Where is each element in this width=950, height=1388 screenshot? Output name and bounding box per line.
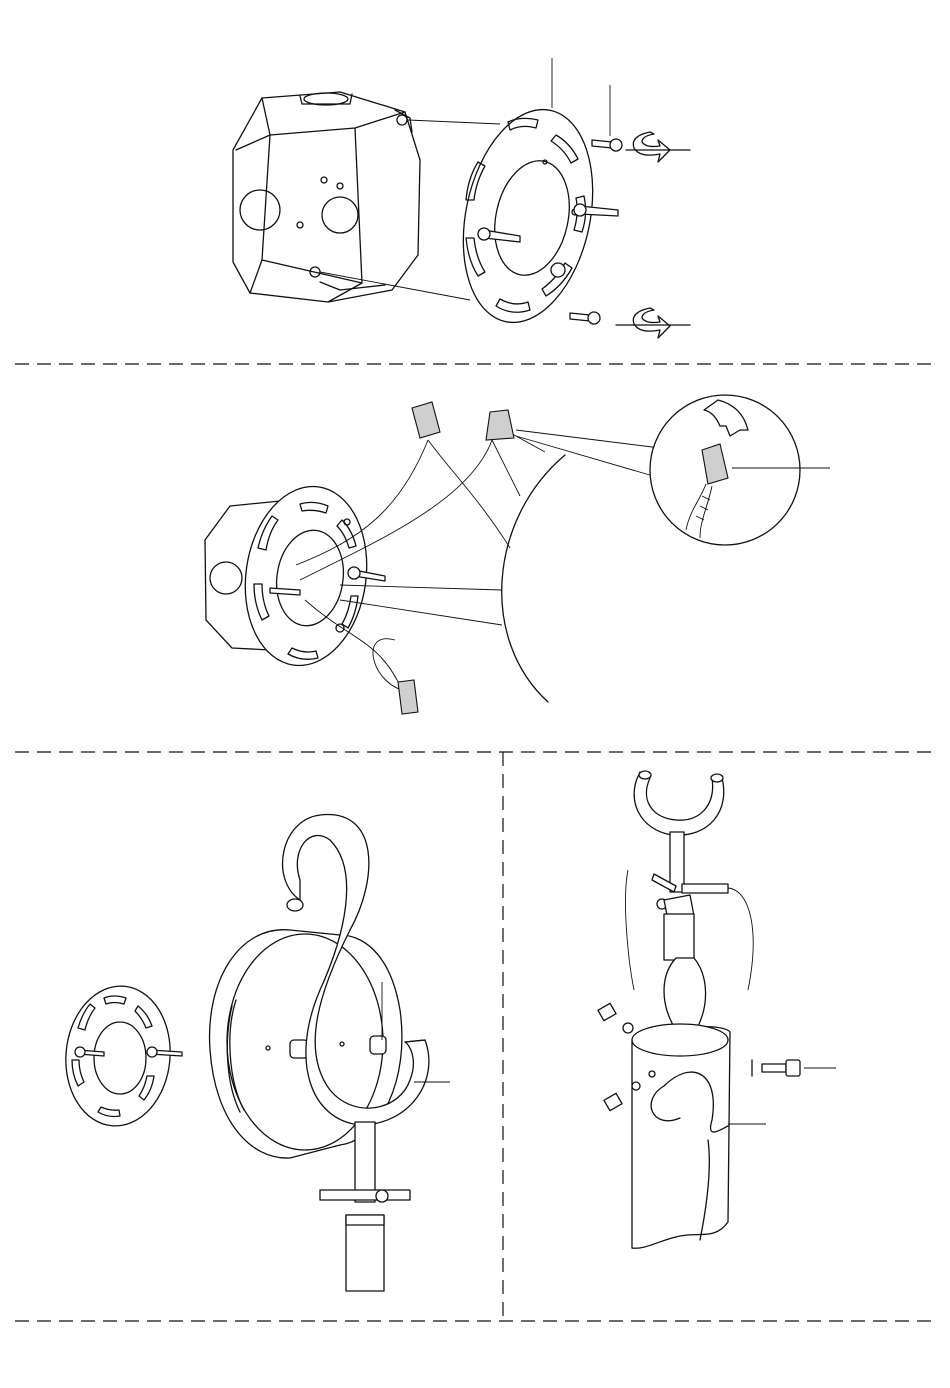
panel-dividers (15, 364, 935, 1321)
mounting-plate-3 (60, 982, 182, 1131)
step-4-panel (598, 771, 836, 1248)
magnifier-arc (502, 455, 565, 702)
glass-shade (632, 1024, 730, 1248)
wire-nut-2 (486, 410, 514, 440)
s-arm-loop (634, 771, 728, 960)
wire-nut-3 (398, 680, 418, 714)
wire-nut-1 (412, 402, 440, 438)
wire-left (626, 870, 634, 990)
step-2-panel (205, 395, 830, 714)
wire-right (728, 888, 753, 990)
wire-nut-detail (650, 395, 800, 545)
step-3-panel (60, 815, 450, 1291)
rotation-arrows (616, 132, 690, 338)
mounting-plate-1 (445, 97, 611, 334)
junction-box (233, 92, 420, 302)
step-1-panel (233, 58, 690, 338)
